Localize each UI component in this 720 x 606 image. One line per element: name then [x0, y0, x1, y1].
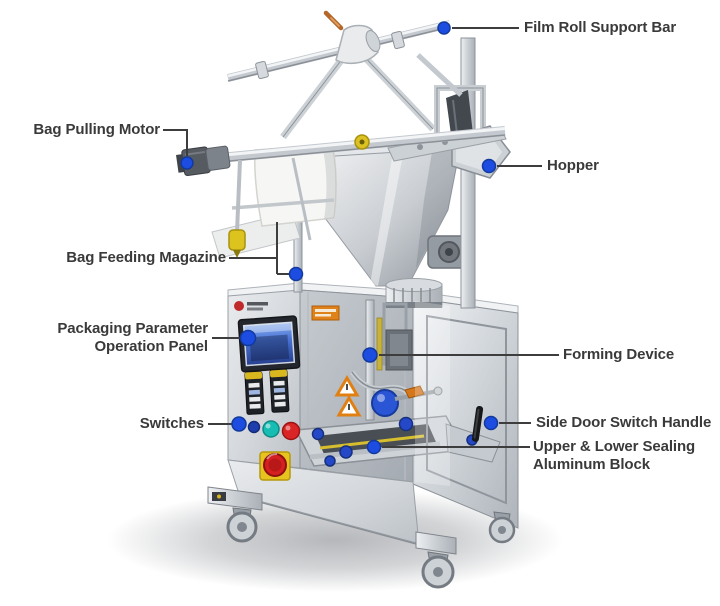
- switch-button-red: [281, 421, 301, 441]
- label-hopper: Hopper: [547, 157, 599, 174]
- warning-sticker: [311, 305, 340, 321]
- orange-clamp: [404, 385, 425, 399]
- yellow-sensor: [228, 229, 246, 258]
- switch-button-teal: [262, 420, 280, 438]
- film-roll-support-bar-assembly: [227, 10, 451, 140]
- callout-dot-packaging-parameter-panel: [239, 329, 257, 347]
- emergency-stop-button: [259, 451, 291, 481]
- leader-bag-feeding-magazine: [229, 222, 289, 275]
- control-panel-details: [234, 301, 301, 481]
- label-film-roll-support-bar: Film Roll Support Bar: [524, 19, 677, 36]
- label-bag-pulling-motor: Bag Pulling Motor: [33, 121, 160, 138]
- callout-dot-bag-feeding-magazine: [288, 266, 304, 282]
- side-door-handle: [471, 406, 484, 442]
- callout-dot-side-door-switch-handle: [483, 415, 499, 431]
- brand-logo: [234, 301, 268, 311]
- hopper-flange: [385, 278, 443, 308]
- callout-dot-upper-lower-sealing: [366, 439, 382, 455]
- label-packaging-parameter-operation-panel: Packaging Parameter Operation Panel: [57, 320, 208, 355]
- label-side-door-switch-handle: Side Door Switch Handle: [536, 414, 712, 431]
- sealing-block-tray: [294, 415, 501, 467]
- caster-wheel: [488, 511, 516, 544]
- callout-dot-forming-device: [362, 347, 378, 363]
- callout-dots: [180, 21, 499, 455]
- label-upper-lower-sealing-aluminum-block: Upper & Lower Sealing Aluminum Block: [533, 438, 696, 473]
- blue-knob: [311, 427, 325, 441]
- callout-dot-bag-pulling-motor: [180, 156, 194, 170]
- hmi-operation-panel: [237, 315, 301, 373]
- warning-triangle-icon: [334, 375, 362, 417]
- callout-dot-switches: [231, 416, 247, 432]
- caster-wheel: [226, 507, 258, 543]
- keypad-strip: [244, 371, 265, 415]
- bag-pulling-assembly: [176, 126, 507, 258]
- hopper-funnel: [299, 137, 471, 308]
- blue-knob: [339, 445, 353, 459]
- label-forming-device: Forming Device: [563, 346, 675, 363]
- callout-dot-hopper: [481, 158, 497, 174]
- leader-bag-pulling-motor: [163, 129, 188, 156]
- label-bag-feeding-magazine: Bag Feeding Magazine: [66, 249, 226, 266]
- switch-button-blue: [247, 420, 261, 434]
- bag-pulling-motor-block: [176, 145, 231, 177]
- machine-base: [207, 486, 516, 589]
- blue-knob: [398, 416, 414, 432]
- label-switches: Switches: [139, 415, 204, 432]
- leader-lines: [163, 27, 559, 448]
- caster-wheel: [421, 551, 455, 589]
- side-door-details: [415, 301, 507, 505]
- blue-knob: [324, 455, 336, 467]
- blue-knob-large: [371, 389, 399, 417]
- keypad-strip: [269, 369, 290, 413]
- callout-dot-film-roll-support-bar: [437, 21, 451, 35]
